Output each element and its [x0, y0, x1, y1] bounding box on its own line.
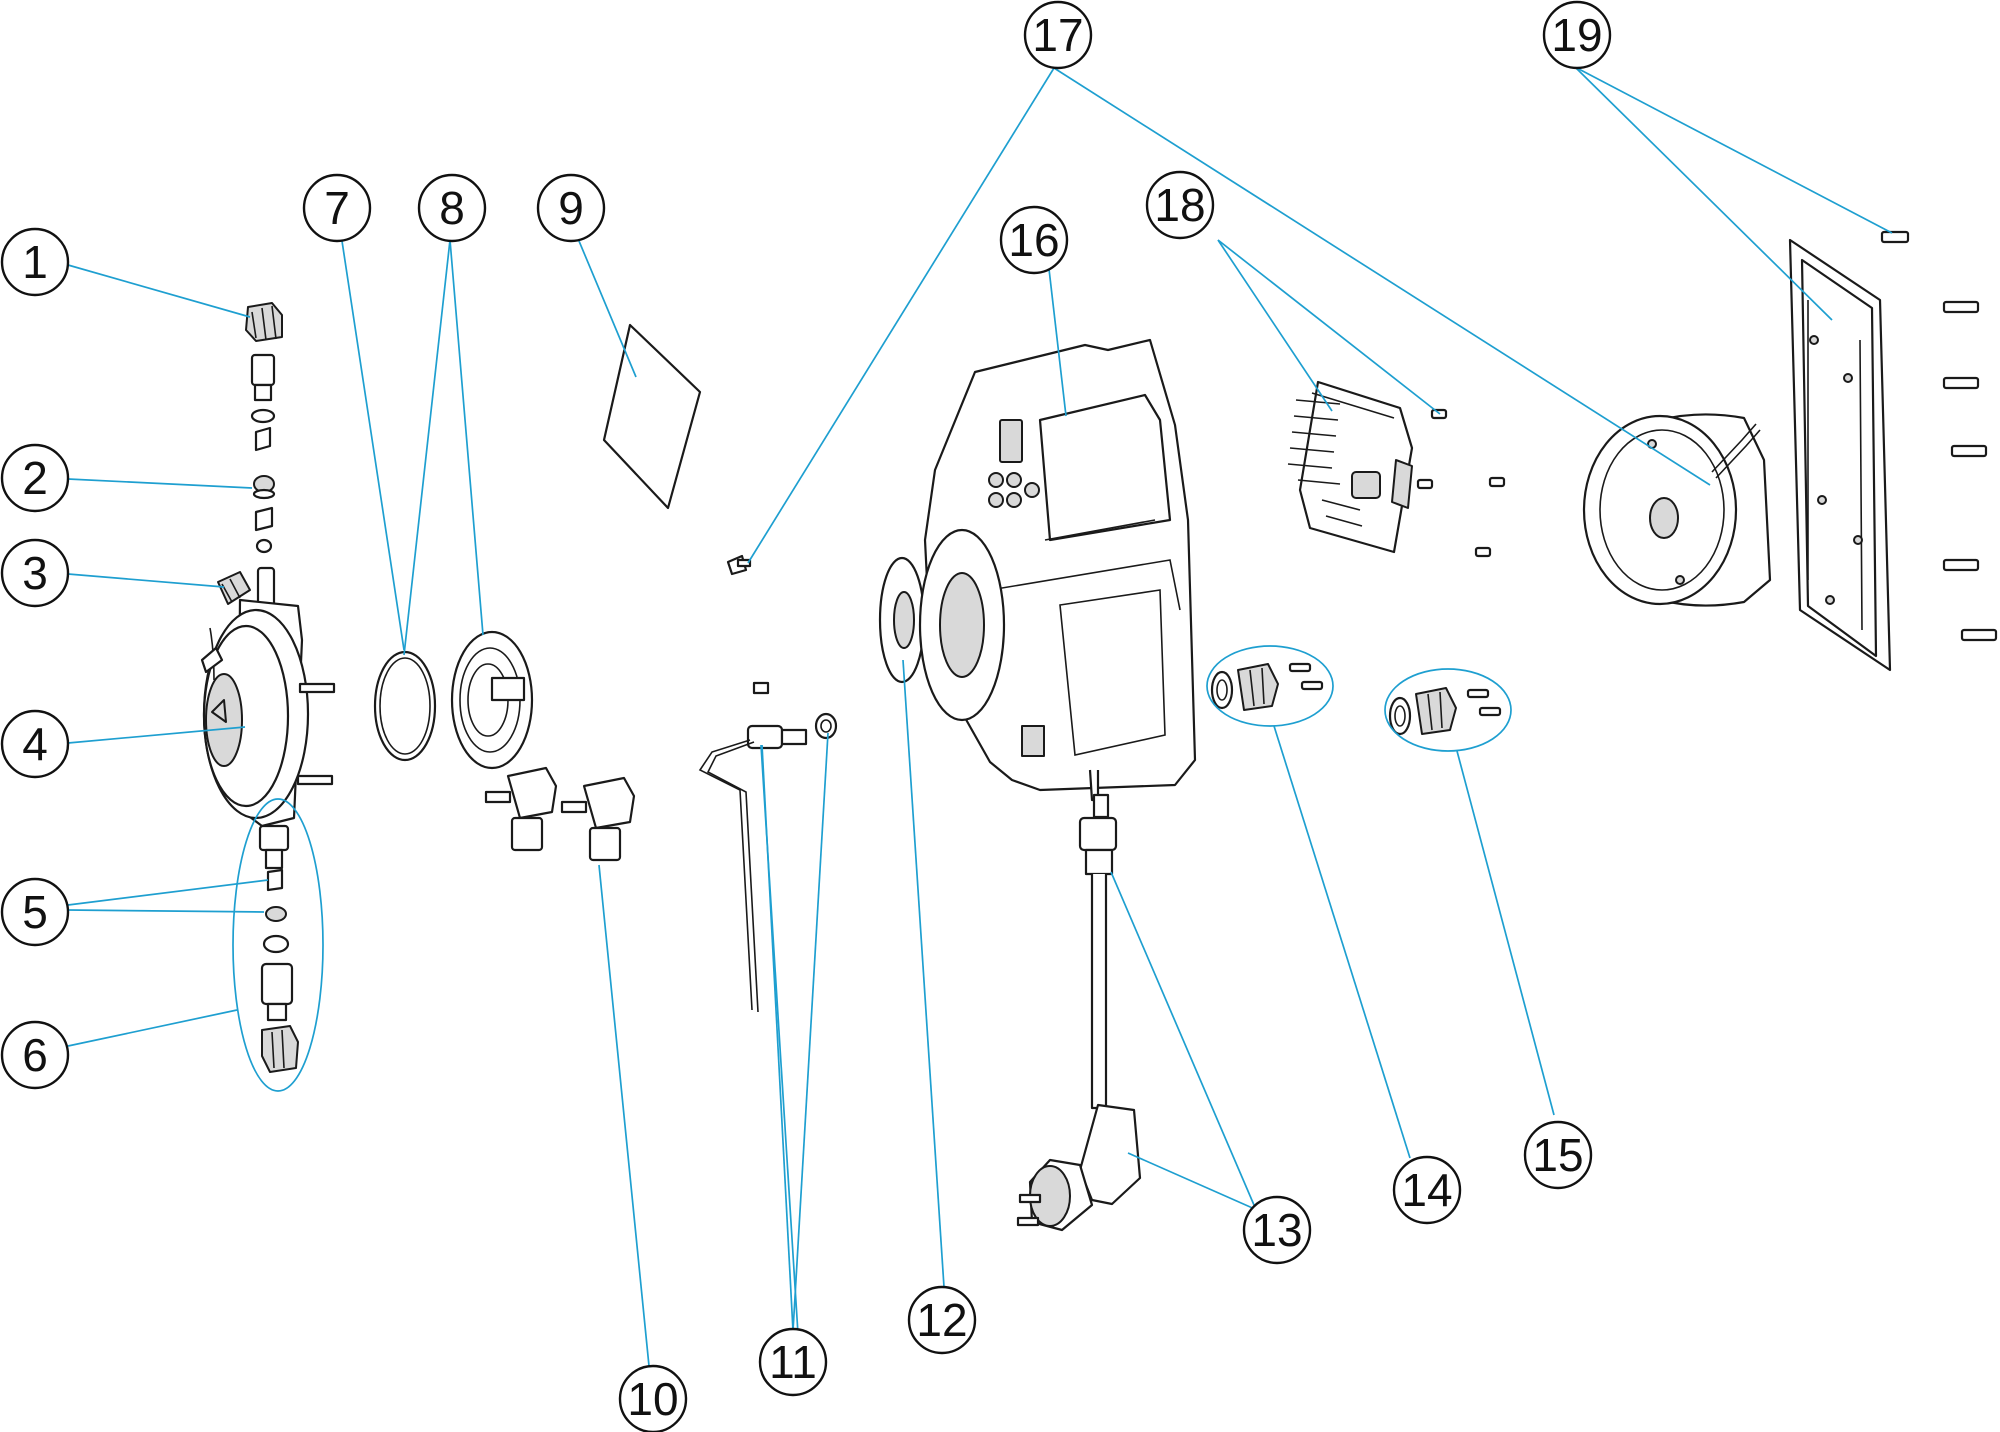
callout-18: 18: [1145, 170, 1215, 240]
part-1-knob-nut: [245, 302, 283, 342]
callout-2-label: 2: [22, 452, 48, 504]
callout-3-label: 3: [22, 547, 48, 599]
callout-13-label: 13: [1251, 1204, 1302, 1256]
callout-3: 3: [0, 538, 70, 608]
valve-stack-upper: [250, 353, 276, 554]
callout-16: 16: [999, 205, 1069, 275]
part-8-diaphragm: [450, 630, 534, 770]
callout-1-label: 1: [22, 236, 48, 288]
callout-7: 7: [302, 173, 372, 243]
callout-14: 14: [1392, 1155, 1462, 1225]
callout-15-label: 15: [1532, 1129, 1583, 1181]
part-16-main-housing: [918, 338, 1197, 802]
solenoid-motor: [1582, 413, 1772, 607]
callout-2: 2: [0, 443, 70, 513]
part-10-elbow-connectors: [484, 766, 636, 862]
callout-13: 13: [1242, 1195, 1312, 1265]
callout-8-label: 8: [439, 182, 465, 234]
group-ellipse-15: [1384, 668, 1512, 752]
part-13-power-cable: [1016, 793, 1142, 1232]
callout-9: 9: [536, 173, 606, 243]
leader-lines: [67, 66, 1893, 1367]
callout-12-label: 12: [916, 1294, 967, 1346]
callout-12: 12: [907, 1285, 977, 1355]
callout-17-label: 17: [1032, 9, 1083, 61]
callout-11: 11: [758, 1327, 828, 1397]
valve-stack-lower: [260, 868, 299, 1073]
part-18-pcb: [1287, 380, 1506, 558]
part-7-o-ring: [373, 650, 437, 762]
callout-6: 6: [0, 1020, 70, 1090]
callout-17: 17: [1023, 0, 1093, 70]
callout-7-label: 7: [324, 182, 350, 234]
part-12-gasket: [878, 556, 926, 684]
part-14-gland-set: [1210, 662, 1324, 711]
part-4-pump-head: [200, 598, 336, 870]
part-19-rear-cover: [1788, 230, 1998, 672]
callout-19-label: 19: [1551, 9, 1602, 61]
callout-4-label: 4: [22, 718, 48, 770]
callout-6-label: 6: [22, 1029, 48, 1081]
part-11-sensor-probe: [698, 681, 838, 1013]
callout-10-label: 10: [627, 1373, 678, 1425]
callout-10: 10: [618, 1364, 688, 1432]
part-15-gland-set: [1388, 687, 1502, 736]
callout-9-label: 9: [558, 182, 584, 234]
callout-15: 15: [1523, 1120, 1593, 1190]
callout-4: 4: [0, 709, 70, 779]
part-17-screw: [726, 554, 752, 576]
group-ellipse-14: [1206, 645, 1334, 727]
group-ellipse-5-6: [232, 798, 324, 1092]
callout-14-label: 14: [1401, 1164, 1452, 1216]
callout-19: 19: [1542, 0, 1612, 70]
callout-8: 8: [417, 173, 487, 243]
part-9-label-plate: [602, 323, 702, 510]
callout-16-label: 16: [1008, 214, 1059, 266]
callout-18-label: 18: [1154, 179, 1205, 231]
callout-5: 5: [0, 877, 70, 947]
callout-11-label: 11: [769, 1336, 817, 1388]
callout-1: 1: [0, 227, 70, 297]
callout-5-label: 5: [22, 886, 48, 938]
